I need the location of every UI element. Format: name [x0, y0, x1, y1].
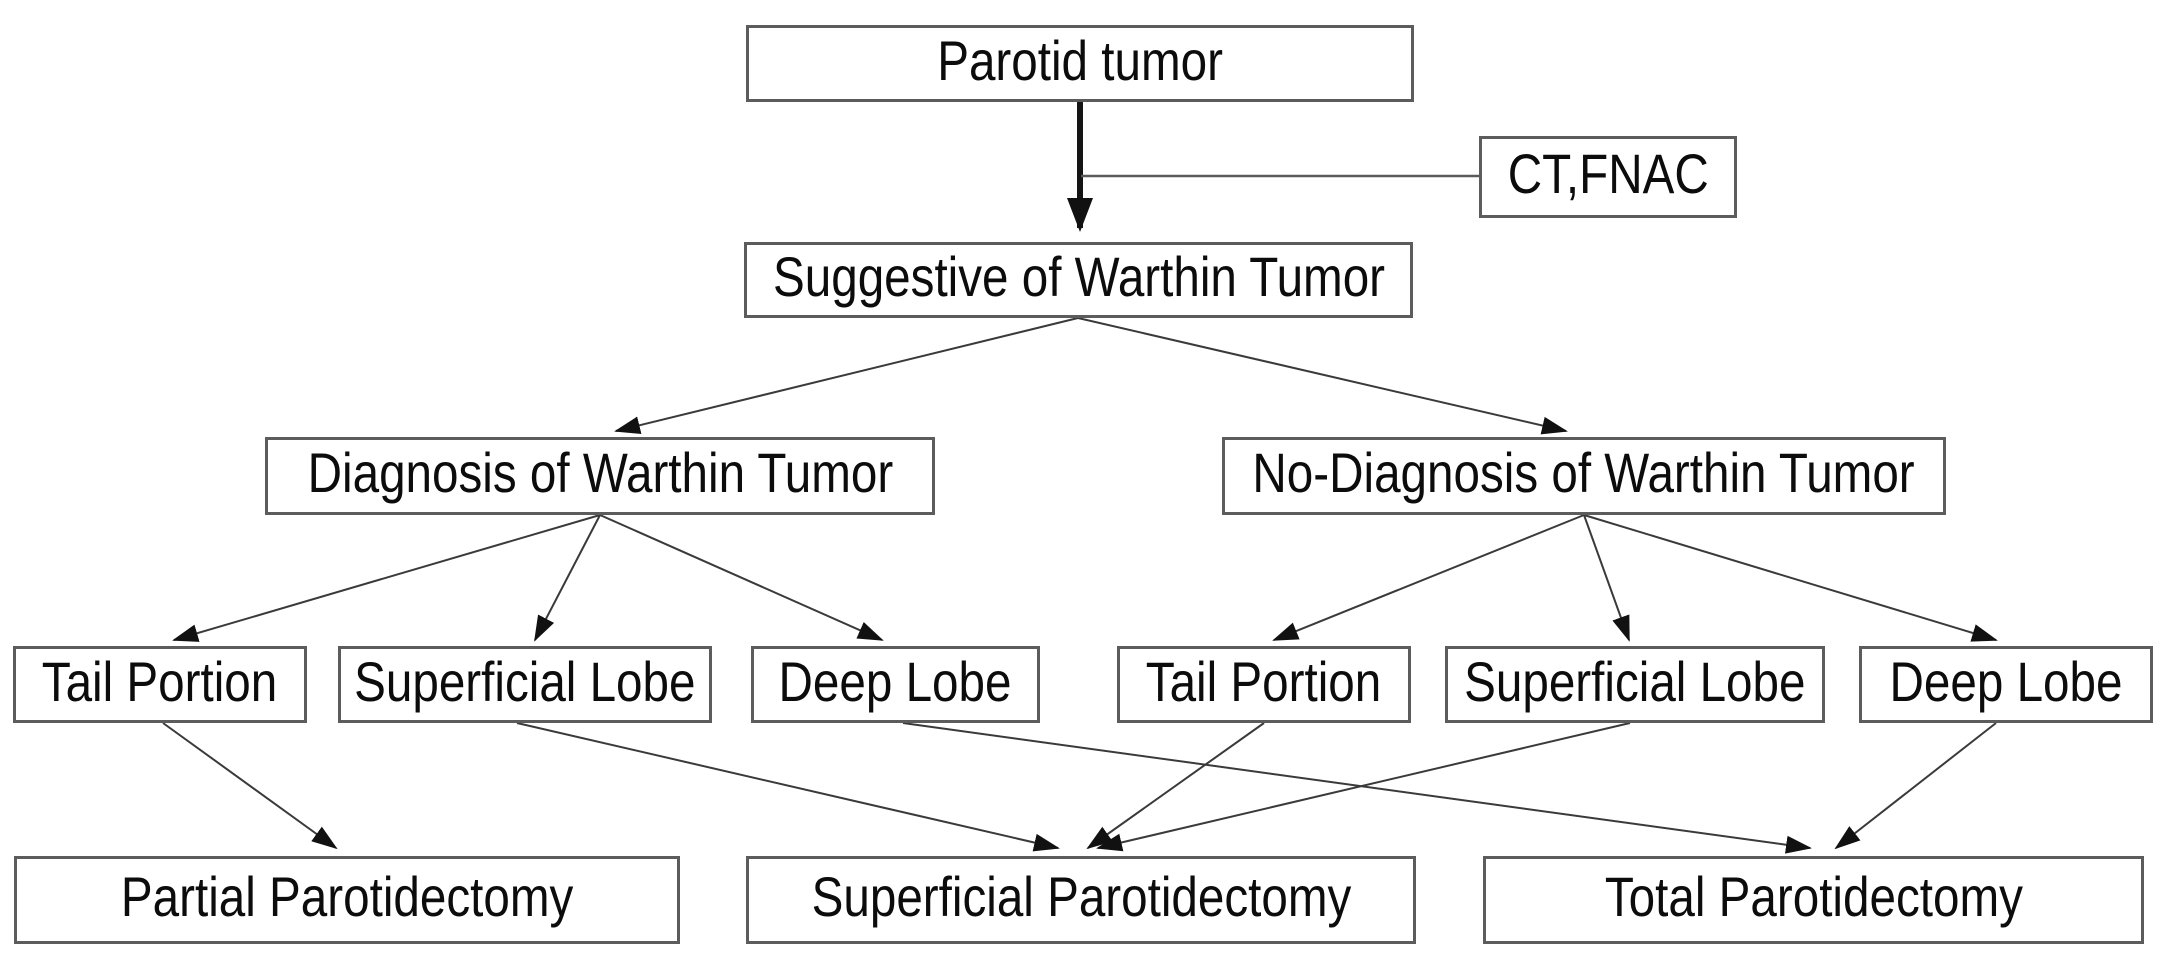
edge-superficial-right-to-superficial-parotidectomy [1096, 722, 1631, 852]
node-partial-parotidectomy: Partial Parotidectomy [14, 856, 680, 944]
node-superficial-lobe-left: Superficial Lobe [338, 646, 712, 723]
edge-no-diagnosis-to-tail-right [1272, 514, 1585, 641]
edge-suggestive-to-diagnosis [614, 317, 1079, 435]
node-no-diagnosis-warthin: No-Diagnosis of Warthin Tumor [1222, 437, 1946, 515]
edge-tail-left-to-partial [162, 722, 338, 850]
node-superficial-lobe-right-label: Superficial Lobe [1464, 649, 1806, 713]
node-deep-lobe-right-label: Deep Lobe [1889, 649, 2123, 713]
edge-no-diagnosis-to-deep-right [1583, 514, 1998, 642]
node-diagnosis-warthin-label: Diagnosis of Warthin Tumor [307, 441, 893, 504]
node-tail-portion-right: Tail Portion [1117, 646, 1411, 723]
node-tail-portion-left-label: Tail Portion [42, 649, 278, 713]
node-suggestive-warthin: Suggestive of Warthin Tumor [744, 242, 1413, 318]
node-suggestive-warthin-label: Suggestive of Warthin Tumor [772, 245, 1385, 308]
node-deep-lobe-left-label: Deep Lobe [779, 649, 1012, 713]
edge-no-diagnosis-to-superficial-right [1583, 514, 1630, 642]
node-tail-portion-left: Tail Portion [13, 646, 307, 723]
node-superficial-parotidectomy: Superficial Parotidectomy [746, 856, 1416, 944]
edge-deep-left-to-total [902, 722, 1812, 854]
node-parotid-tumor-label: Parotid tumor [937, 28, 1223, 92]
edge-suggestive-to-no-diagnosis [1077, 317, 1568, 435]
edge-superficial-left-to-superficial-parotidectomy [516, 722, 1060, 852]
node-superficial-parotidectomy-label: Superficial Parotidectomy [811, 865, 1351, 928]
node-partial-parotidectomy-label: Partial Parotidectomy [120, 865, 574, 928]
node-no-diagnosis-warthin-label: No-Diagnosis of Warthin Tumor [1252, 441, 1916, 504]
edge-diagnosis-to-tail-left [172, 514, 601, 642]
node-total-parotidectomy: Total Parotidectomy [1483, 856, 2144, 944]
node-superficial-lobe-right: Superficial Lobe [1445, 646, 1825, 723]
node-ct-fnac-label: CT,FNAC [1507, 142, 1709, 205]
node-ct-fnac: CT,FNAC [1479, 136, 1737, 218]
edge-diagnosis-to-deep-left [599, 514, 884, 641]
edge-deep-right-to-total [1834, 722, 1997, 850]
node-deep-lobe-right: Deep Lobe [1859, 646, 2153, 723]
node-tail-portion-right-label: Tail Portion [1146, 649, 1382, 713]
node-parotid-tumor: Parotid tumor [746, 25, 1414, 102]
node-deep-lobe-left: Deep Lobe [751, 646, 1040, 723]
node-superficial-lobe-left-label: Superficial Lobe [354, 649, 696, 713]
edge-tail-right-to-superficial-parotidectomy [1086, 722, 1265, 850]
node-total-parotidectomy-label: Total Parotidectomy [1604, 865, 2023, 928]
edge-diagnosis-to-superficial-left [534, 514, 601, 642]
node-diagnosis-warthin: Diagnosis of Warthin Tumor [265, 437, 935, 515]
